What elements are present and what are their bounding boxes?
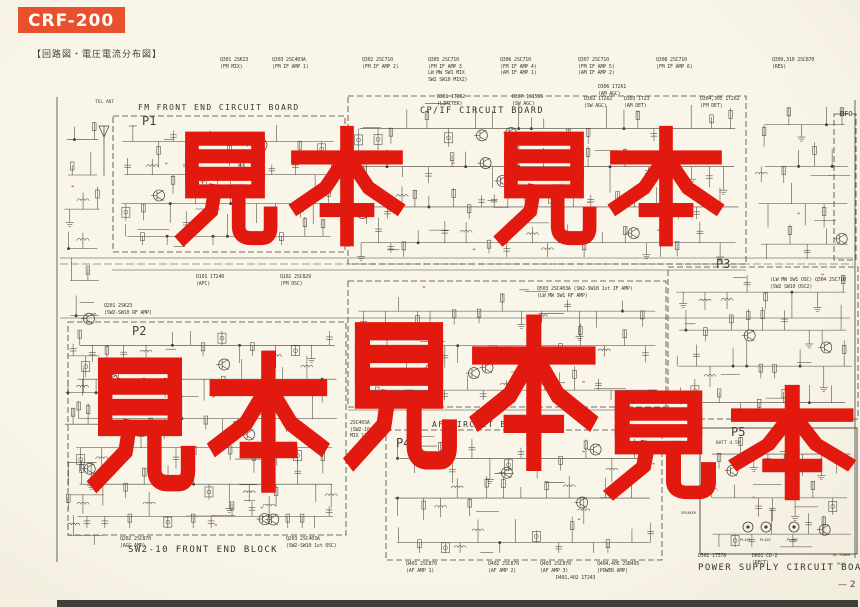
component-label: Q401 2SC870(AF AMP 1) <box>406 561 437 574</box>
component-label: Q306 2SC710(FM IF AMP 4)(AM IF AMP 1) <box>500 57 537 76</box>
board-title: SW2-10 FRONT END BLOCK <box>128 545 279 555</box>
connector-label: P1 <box>142 114 157 128</box>
component-label: Q402 2SC870(AF AMP 2) <box>488 561 519 574</box>
connector-label: P3 <box>716 257 731 271</box>
component-label: D303 1T23(AM DET) <box>624 96 650 109</box>
component-label: Q503 2SC403A (SW2-SW10 1st IF AMP)(LW MW… <box>537 286 633 299</box>
board-title: CP/IF CIRCUIT BOARD <box>420 106 544 116</box>
component-label: Q203 2SC403A(SW2-SW10 1st OSC) <box>286 536 337 549</box>
component-label: D601 CD-2(RECT) <box>752 553 778 566</box>
component-label: Q302 2SC710(FM IF AMP 2) <box>362 57 399 70</box>
component-label: D101 1T240(AFC) <box>196 274 225 287</box>
component-label: Q303 2SC403A(FM IF AMP 1) <box>272 57 309 70</box>
model-badge: CRF-200 <box>18 7 126 33</box>
component-label: (LW MW SW1 OSC) Q304 2SC710(SW2 SW10 OSC… <box>770 277 846 290</box>
connector-label: SPEAKER <box>681 511 697 515</box>
connector-label: PL401 <box>740 538 751 542</box>
connector-label: BATT 4.5V <box>716 441 741 446</box>
component-label: Q102 2SC829(FM OSC) <box>280 274 311 287</box>
component-label: Q201 2SK23(SW2-SW10 RF AMP) <box>104 303 152 316</box>
board-title: AF CIRCUIT BOARD <box>432 420 532 429</box>
page-number: — 2 <box>838 580 856 590</box>
connector-label: P2 <box>132 324 147 338</box>
component-label: D502 1T378 <box>698 553 727 559</box>
component-label: D304,305 1T262(FM DET) <box>700 96 740 109</box>
board-title: FM FRONT END CIRCUIT BOARD <box>138 103 300 112</box>
connector-label: AC POWER <box>833 553 851 557</box>
component-label: D401,402 1T243 <box>556 575 596 581</box>
connector-label: PL402 <box>760 538 771 542</box>
component-label: Q404,405 2SB495(POWER AMP) <box>597 561 640 574</box>
connector-label: BFO <box>840 110 853 118</box>
connector-label: PLUG <box>837 562 846 566</box>
component-label: Q309,310 2SC870(RES) <box>772 57 815 70</box>
connector-label: P5 <box>731 425 746 439</box>
component-label: D301 1T262(LIMITER) <box>437 94 466 107</box>
scan-edge-bar <box>57 600 858 607</box>
component-label: D306 1T261(AM AGC) <box>598 84 627 97</box>
component-label: D307 1S1555(SW AGC) <box>512 94 543 107</box>
caption-title: 【回路図・電圧電流分布図】 <box>32 50 163 60</box>
component-label: Q301 2SK23(FM MIX) <box>220 57 249 70</box>
connector-label: PL403 <box>787 538 798 542</box>
board-title: POWER SUPPLY CIRCUIT BOARD <box>698 563 860 573</box>
component-label: Q202 2SC870(AGC AMP) <box>120 536 151 549</box>
component-label: Q307 2SC710(FM IF AMP 5)(AM IF AMP 2) <box>578 57 615 76</box>
component-label: Q308 2SC710(FM IF AMP 6) <box>656 57 693 70</box>
connector-label: TEL ANT <box>95 100 114 105</box>
component-label: Q403 2SC870(AF AMP 3) <box>540 561 571 574</box>
component-label: D302 1T262(SW AGC) <box>584 96 613 109</box>
connector-label: P4 <box>396 436 411 450</box>
